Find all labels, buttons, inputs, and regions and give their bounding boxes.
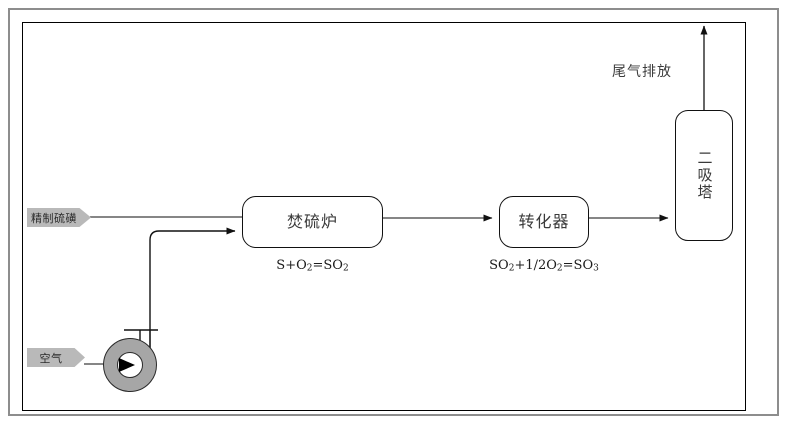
stream-tag-air-feed[interactable]: 空气 <box>27 348 85 367</box>
unit-sulfur-furnace-formula: S+O2=SO2 <box>242 258 383 274</box>
formula-sub: 2 <box>508 263 515 274</box>
unit-sulfur-furnace-label: 焚硫炉 <box>286 212 338 231</box>
stream-tag-sulfur-feed[interactable]: 精制硫磺 <box>27 208 91 227</box>
centrifugal-blower-icon[interactable] <box>103 338 157 392</box>
formula-part: +1/2O <box>514 258 557 273</box>
stream-label-tail-gas: 尾气排放 <box>612 64 672 80</box>
outer-frame <box>8 8 779 416</box>
unit-converter-label: 转化器 <box>518 212 570 231</box>
unit-converter-formula: SO2+1/2O2=SO3 <box>484 258 604 274</box>
formula-sub: 2 <box>306 263 313 274</box>
blower-vane-arrow-icon <box>119 358 135 372</box>
unit-second-absorption-tower-label: 二吸塔 <box>695 150 714 201</box>
formula-part: SO <box>489 258 509 273</box>
unit-converter[interactable]: 转化器 <box>499 196 589 248</box>
formula-sub: 3 <box>593 263 599 274</box>
unit-sulfur-furnace[interactable]: 焚硫炉 <box>242 196 383 248</box>
formula-part: =SO <box>562 258 594 273</box>
air-to-furnace-line <box>149 227 236 375</box>
formula-sub: 2 <box>556 263 563 274</box>
stream-tag-sulfur-feed-label: 精制硫磺 <box>31 211 77 225</box>
formula-sub: 2 <box>342 263 349 274</box>
unit-second-absorption-tower[interactable]: 二吸塔 <box>675 110 733 241</box>
stream-tag-air-feed-label: 空气 <box>39 351 63 365</box>
formula-part: S+O <box>276 258 307 273</box>
formula-part: =SO <box>312 258 343 273</box>
